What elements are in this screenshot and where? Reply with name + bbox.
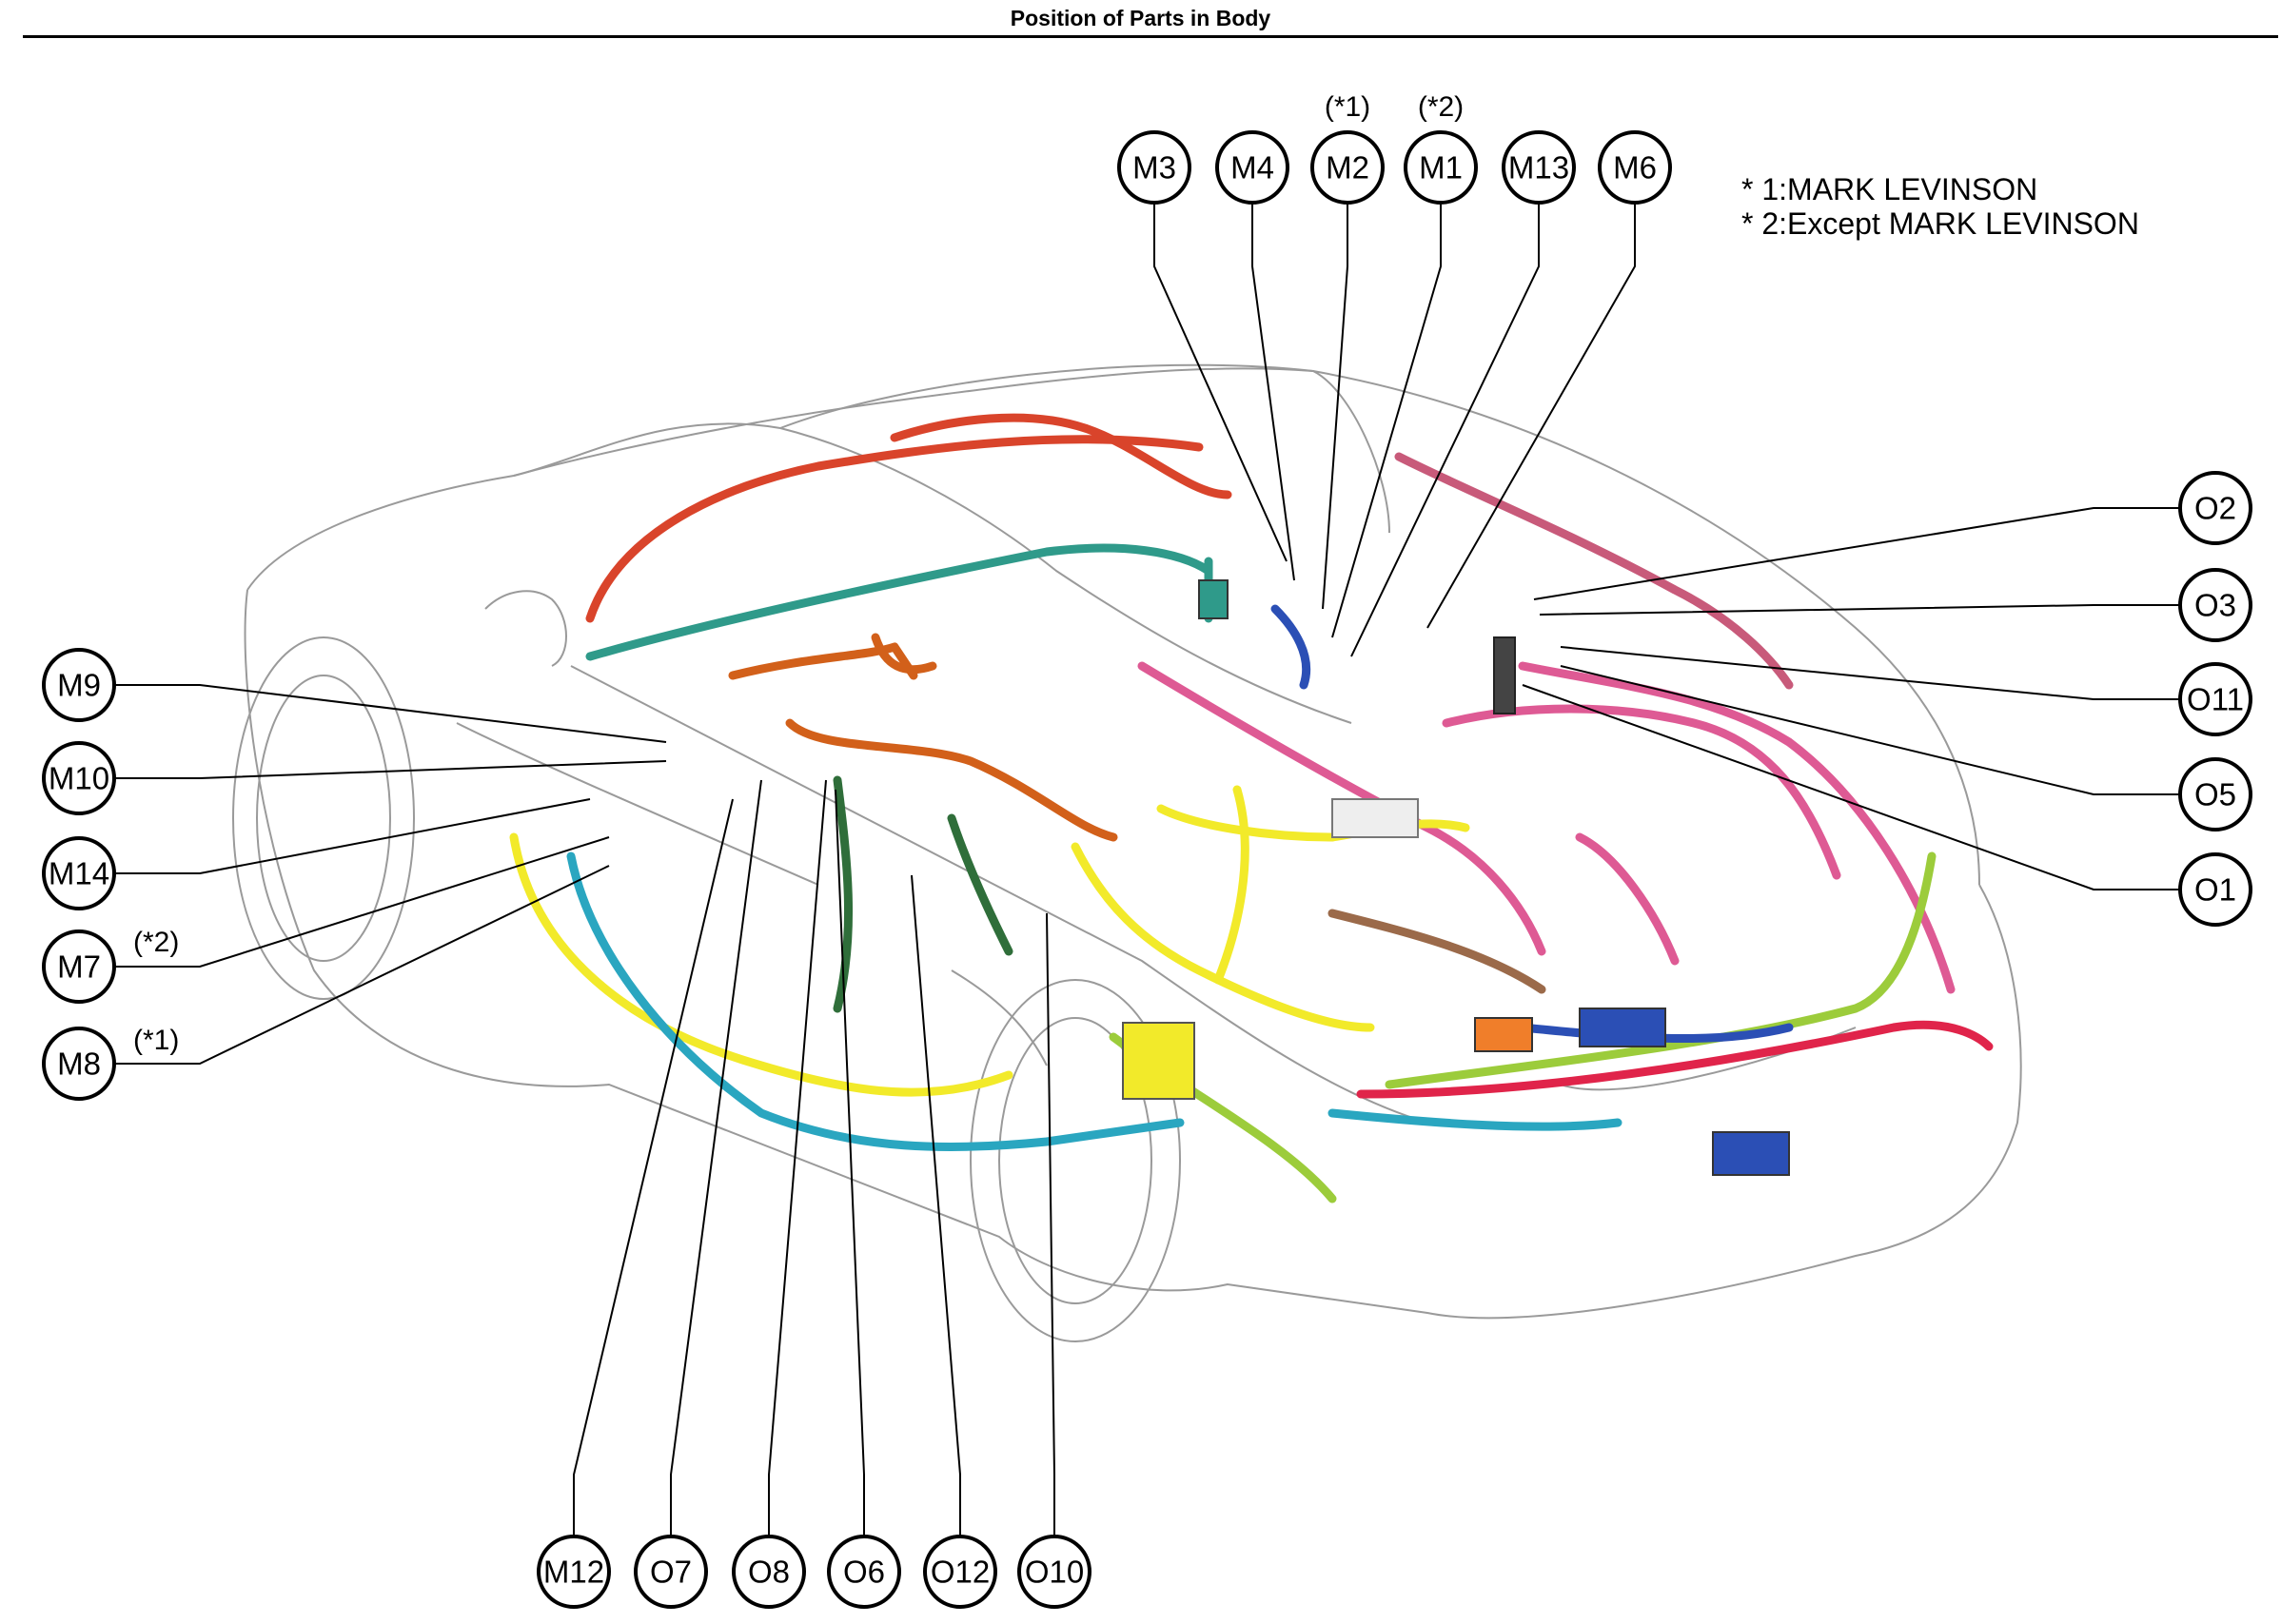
svg-text:O10: O10: [1025, 1555, 1084, 1590]
title-rule: [23, 35, 2278, 38]
svg-text:O12: O12: [931, 1555, 990, 1590]
svg-text:O2: O2: [2194, 491, 2236, 526]
svg-text:O5: O5: [2194, 777, 2236, 812]
svg-text:O3: O3: [2194, 588, 2236, 623]
callout-m8: M8: [42, 1027, 116, 1101]
svg-text:M3: M3: [1132, 150, 1176, 186]
callout-o1: O1: [2178, 852, 2252, 927]
callout-o2: O2: [2178, 471, 2252, 545]
svg-text:M7: M7: [57, 949, 101, 985]
callout-m7: M7: [42, 929, 116, 1004]
callout-m12: M12: [537, 1535, 611, 1609]
svg-text:O6: O6: [843, 1555, 885, 1590]
callout-m13: M13: [1502, 130, 1576, 205]
callout-m1: M1: [1404, 130, 1478, 205]
svg-text:M4: M4: [1230, 150, 1274, 186]
callout-m14: M14: [42, 836, 116, 910]
callout-o8: O8: [732, 1535, 806, 1609]
svg-text:M2: M2: [1326, 150, 1369, 186]
svg-text:M14: M14: [49, 856, 109, 891]
svg-text:M8: M8: [57, 1047, 101, 1082]
callout-m2: M2: [1310, 130, 1385, 205]
legend-line-2: * 2:Except MARK LEVINSON: [1741, 206, 2139, 241]
svg-text:O11: O11: [2187, 682, 2244, 717]
note-m7: (*2): [133, 927, 179, 958]
callout-m9: M9: [42, 648, 116, 722]
callout-o11: O11: [2178, 662, 2252, 736]
callout-m3: M3: [1117, 130, 1191, 205]
page-title: Position of Parts in Body: [1010, 6, 1271, 30]
callout-o3: O3: [2178, 568, 2252, 642]
note-m8: (*1): [133, 1025, 179, 1056]
note-m1: (*2): [1418, 91, 1464, 123]
callout-o12: O12: [923, 1535, 997, 1609]
car-body-outline: [232, 363, 2022, 1342]
svg-text:O1: O1: [2194, 872, 2236, 908]
wire-harnesses: [509, 413, 1994, 1203]
svg-text:M9: M9: [57, 668, 101, 703]
note-m2: (*1): [1325, 91, 1370, 123]
svg-text:M12: M12: [543, 1555, 604, 1590]
callout-m4: M4: [1215, 130, 1289, 205]
svg-text:O8: O8: [748, 1555, 790, 1590]
svg-text:M6: M6: [1613, 150, 1657, 186]
svg-text:M1: M1: [1419, 150, 1463, 186]
callout-m6: M6: [1598, 130, 1672, 205]
svg-text:M10: M10: [49, 761, 109, 796]
callout-o10: O10: [1017, 1535, 1091, 1609]
callout-m10: M10: [42, 741, 116, 815]
leader-lines: [114, 205, 2180, 1572]
callout-o6: O6: [827, 1535, 901, 1609]
callout-o7: O7: [634, 1535, 708, 1609]
svg-text:O7: O7: [650, 1555, 692, 1590]
svg-text:M13: M13: [1508, 150, 1569, 186]
callout-o5: O5: [2178, 757, 2252, 832]
legend-line-1: * 1:MARK LEVINSON: [1741, 172, 2037, 206]
